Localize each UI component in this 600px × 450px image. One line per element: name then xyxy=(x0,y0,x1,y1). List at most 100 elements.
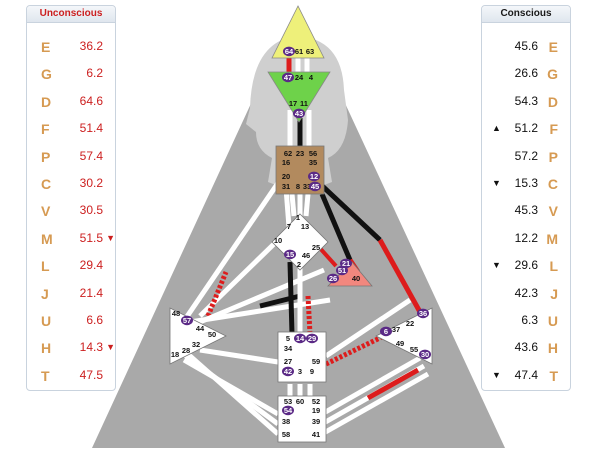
planet-symbol: U xyxy=(41,313,52,329)
gate-number: 57 xyxy=(183,316,191,325)
gate-number: 63 xyxy=(306,47,314,56)
active-gate-marker xyxy=(419,349,431,360)
gate-number: 54 xyxy=(284,406,293,415)
solar-plexus-center xyxy=(375,307,433,365)
gate-number: 37 xyxy=(392,325,400,334)
detriment-arrow-icon: ▼ xyxy=(106,232,115,243)
planet-symbol: V xyxy=(548,203,558,220)
gate-number: 3 xyxy=(298,367,302,376)
gate-line-value: 45.3 xyxy=(514,203,538,218)
gate-number: 49 xyxy=(396,339,404,348)
gate-number: 58 xyxy=(282,430,290,439)
gate-line-value: 45.6 xyxy=(514,39,538,53)
active-gate-marker xyxy=(283,46,295,57)
gate-number: 6 xyxy=(384,327,388,336)
planet-symbol: D xyxy=(41,93,52,110)
planet-symbol: G xyxy=(41,66,52,83)
planet-symbol: C xyxy=(41,176,52,192)
gate-number: 36 xyxy=(419,309,427,318)
gate-line-value: 57.4 xyxy=(79,148,103,163)
gate-line-value: 6.2 xyxy=(86,66,103,81)
gate-number: 4 xyxy=(309,73,314,82)
active-gate-marker xyxy=(282,72,294,83)
gate-number: 53 xyxy=(284,397,292,406)
planet-symbol: F xyxy=(549,121,558,138)
gate-number: 60 xyxy=(296,397,304,406)
conscious-title: Conscious xyxy=(482,6,570,23)
unconscious-row: G 6.2 xyxy=(27,66,115,86)
planet-symbol: E xyxy=(41,39,51,55)
gate-number: 20 xyxy=(282,172,290,181)
gate-number: 24 xyxy=(295,73,304,82)
planet-symbol: D xyxy=(547,93,558,110)
gate-line-value: 51.4 xyxy=(79,121,103,136)
active-gate-marker xyxy=(293,108,305,119)
gate-number: 45 xyxy=(311,182,319,191)
gate-number: 55 xyxy=(410,345,418,354)
gate-number: 33 xyxy=(303,182,311,191)
planet-symbol: T xyxy=(41,367,50,384)
active-gate-marker xyxy=(417,308,429,319)
gate-number: 42 xyxy=(284,367,292,376)
gate-line-value: 57.2 xyxy=(514,148,538,163)
unconscious-row: P 57.4 xyxy=(27,149,115,169)
detriment-arrow-icon: ▼ xyxy=(106,342,115,353)
detriment-arrow-icon: ▼ xyxy=(492,260,501,271)
gate-number: 32 xyxy=(192,340,200,349)
planet-symbol: P xyxy=(41,148,51,165)
active-gate-marker xyxy=(306,333,318,344)
gate-number: 46 xyxy=(302,251,310,260)
gate-number: 30 xyxy=(421,350,429,359)
planet-symbol: U xyxy=(547,313,558,329)
gate-number: 39 xyxy=(312,417,320,426)
gate-line-value: 30.5 xyxy=(79,203,103,218)
gate-number: 13 xyxy=(301,222,309,231)
gate-number: 48 xyxy=(172,309,180,318)
gate-line-value: 64.6 xyxy=(79,93,103,108)
gate-number: 41 xyxy=(312,430,320,439)
ajna-center xyxy=(267,71,331,123)
gate-number: 17 xyxy=(289,99,297,108)
gate-number: 10 xyxy=(274,236,282,245)
unconscious-title: Unconscious xyxy=(27,6,115,23)
gate-number: 26 xyxy=(329,274,337,283)
active-gate-marker xyxy=(282,405,294,416)
planet-symbol: G xyxy=(547,66,558,83)
gate-number: 28 xyxy=(182,346,190,355)
gate-line-value: 51.5 xyxy=(79,230,103,245)
gate-number: 47 xyxy=(284,73,292,82)
gate-line-value: 6.6 xyxy=(86,313,103,327)
gate-number: 44 xyxy=(196,324,205,333)
gate-number: 64 xyxy=(285,47,294,56)
gate-number: 16 xyxy=(282,158,290,167)
conscious-row: V 45.3 xyxy=(482,203,570,223)
channels xyxy=(170,50,430,437)
gate-line-value: 47.4 xyxy=(514,367,538,382)
active-gate-marker xyxy=(284,249,296,260)
planet-symbol: J xyxy=(41,285,49,302)
planet-symbol: L xyxy=(41,258,50,275)
gate-number: 9 xyxy=(310,367,314,376)
gate-number: 51 xyxy=(338,266,346,275)
gate-number: 5 xyxy=(286,334,290,343)
gate-line-value: 14.3 xyxy=(79,340,103,355)
gate-number: 25 xyxy=(312,243,320,252)
planet-symbol: P xyxy=(548,148,558,165)
gate-number: 11 xyxy=(300,99,308,108)
gate-line-value: 29.4 xyxy=(79,258,103,273)
active-gate-marker xyxy=(309,181,321,192)
